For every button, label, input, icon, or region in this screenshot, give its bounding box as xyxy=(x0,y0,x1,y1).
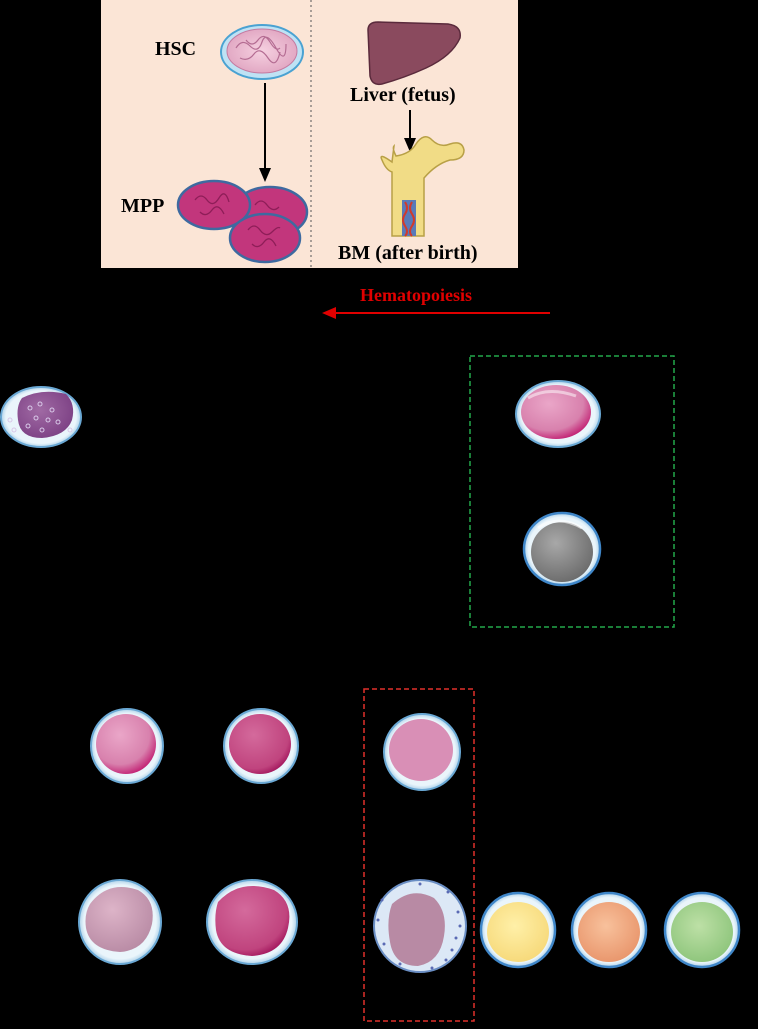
dark-pink-cell-row1-b xyxy=(223,708,299,784)
granular-progenitor-cell xyxy=(0,386,82,448)
red-dashed-box xyxy=(363,688,475,1022)
mpp-label: MPP xyxy=(121,195,165,217)
hsc-to-mpp-arrow xyxy=(259,83,271,182)
hematopoiesis-arrow xyxy=(322,307,550,319)
pink-cell-red-box xyxy=(383,713,461,791)
gray-lymphoid-cell xyxy=(522,511,602,587)
mauve-irregular-cell xyxy=(78,879,162,965)
liver-to-bm-arrow xyxy=(404,110,416,152)
bm-label: BM (after birth) xyxy=(338,242,478,264)
hsc-label: HSC xyxy=(155,38,197,60)
hsc-cell xyxy=(220,24,304,80)
magenta-irregular-cell xyxy=(206,879,298,965)
orange-cell xyxy=(570,891,648,969)
mpp-cells xyxy=(176,179,309,264)
hematopoiesis-label: Hematopoiesis xyxy=(360,285,472,305)
bone-icon xyxy=(380,136,465,237)
green-cell xyxy=(663,891,741,969)
yellow-cell xyxy=(479,891,557,969)
green-dashed-box xyxy=(469,355,675,628)
liver-icon xyxy=(367,21,461,86)
pink-lymphoid-cell xyxy=(515,380,601,448)
pink-cell-row1-a xyxy=(90,708,164,784)
granular-mauve-cell-red-box xyxy=(373,879,467,973)
liver-label: Liver (fetus) xyxy=(350,84,456,106)
